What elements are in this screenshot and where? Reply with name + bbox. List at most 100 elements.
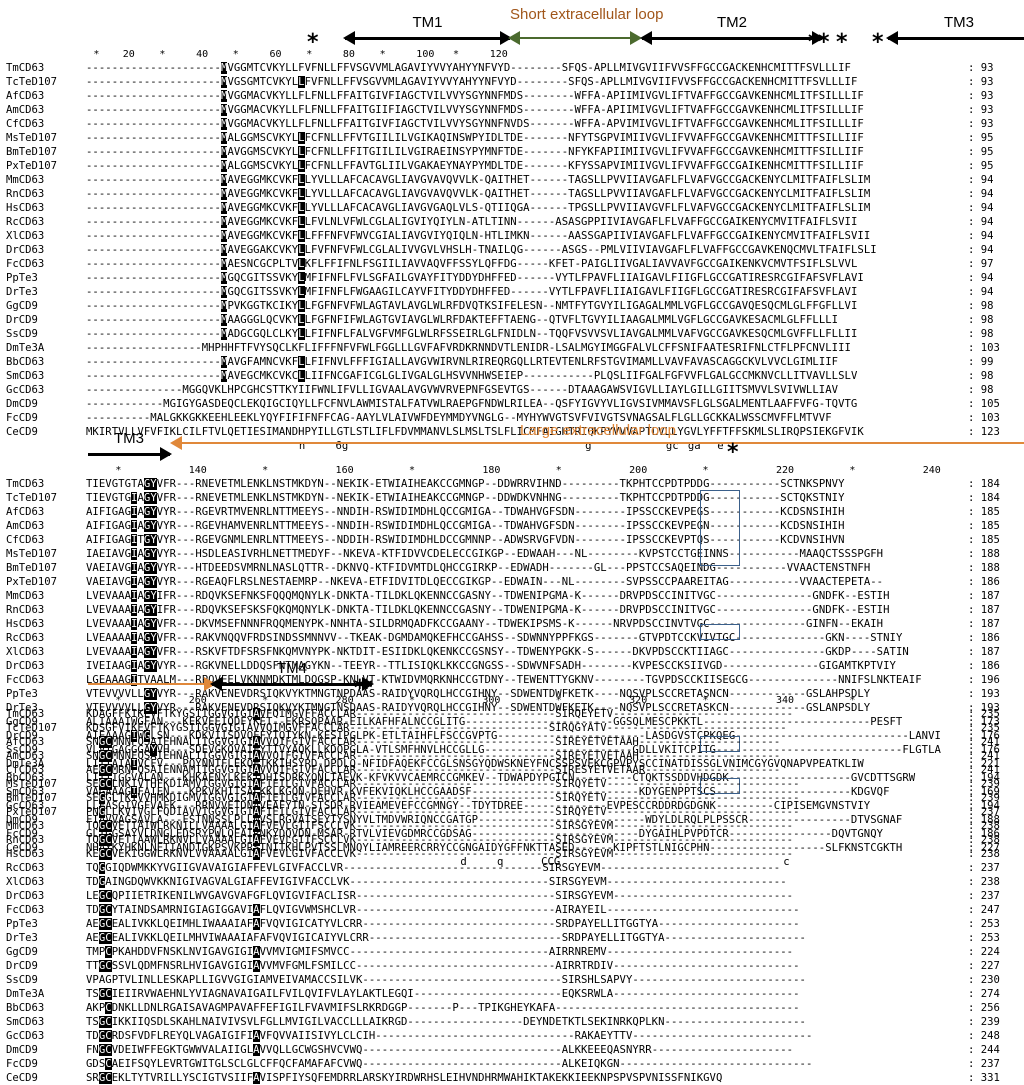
sequence-residues: IVEIAAGIAGYVYR---RGKVNELLDDQSFNTMAGYKN--… — [86, 660, 896, 672]
residue-count: : 94 — [968, 188, 994, 200]
consensus-residue: c — [783, 856, 790, 868]
sequence-name: DrTe3 — [6, 932, 38, 944]
cysteine-star-icon: * — [727, 440, 739, 465]
tm3b-arrow — [88, 453, 170, 456]
short-loop-arrow — [510, 37, 640, 39]
arrow-right-icon — [160, 447, 172, 461]
sequence-residues: AIEAAAGIWGLSN---KDKVIISDVQFFYTQTYKN-KESI… — [86, 730, 941, 742]
tm2-label: TM2 — [717, 14, 747, 31]
sequence-residues: ---------------------MAVGFAMNCVKFLLFIFNV… — [86, 356, 839, 368]
sequence-row: XlCD63---------------------MAVEGGMKCVKFL… — [0, 229, 1024, 243]
sequence-residues: SEGCLNKIVTHFKDIAMVIGGVGIGIAFIEILGIVFACCL… — [86, 778, 800, 790]
sequence-name: DrCD9 — [6, 960, 38, 972]
sequence-residues: VTEVVVVLLGYVYR---RAKVENEVDRSIQKVYKTMNGTN… — [86, 702, 871, 714]
residue-count: : 186 — [968, 576, 1000, 588]
residue-count: : 186 — [968, 828, 1000, 840]
consensus-residue: n — [298, 440, 306, 452]
sequence-residues: ---------------------MAVEGGMKCVKFLLFVLNL… — [86, 216, 858, 228]
residue-count: : 185 — [968, 534, 1000, 546]
sequence-name: XlCD63 — [6, 876, 45, 888]
residue-count: : 94 — [968, 230, 994, 242]
ruler-tick: * — [408, 695, 415, 706]
residue-count: : 239 — [968, 1016, 1000, 1028]
residue-count: : 331 — [968, 1072, 1000, 1084]
sequence-name: CeCD9 — [6, 842, 38, 854]
ruler-tick: 160 — [335, 465, 354, 476]
ruler-tick: * — [702, 465, 709, 476]
sequence-residues: VPAGPTVLINLLESKAPLLIGVVGIGIAMVEIVAMACCSI… — [86, 974, 806, 986]
sequence-row: RcCD63---------------------MAVEGGMKCVKFL… — [0, 215, 1024, 229]
sequence-row: DmCD9------------MGIGYGASDEQCLEKQIGCIQYL… — [0, 397, 1024, 411]
sequence-name: TcTeD107 — [6, 722, 58, 734]
ruler-tick: 320 — [629, 695, 648, 706]
sequence-name: TmCD63 — [6, 708, 45, 720]
tm3-label: TM3 — [944, 14, 974, 31]
sequence-residues: LVEVAAAIAGYIFR---RDQVKSEFNKSFQQQMQNYLK-D… — [86, 590, 890, 602]
ruler-tick: * — [93, 49, 100, 60]
sequence-residues: LVEAAAAIAGYVFR---RAKVNQQVFRDSINDSSMNNVV-… — [86, 632, 903, 644]
sequence-residues: LEGCQPIIETRIKENILWVGAVGVAFGFLQVIGVIFACLI… — [86, 890, 794, 902]
residue-count: : 123 — [968, 426, 1000, 438]
sequence-name: DrCD63 — [6, 244, 45, 256]
sequence-name: AmCD63 — [6, 104, 45, 116]
residue-count: : 235 — [968, 708, 1000, 720]
tm4-annotation: TM4 — [210, 660, 374, 694]
residue-count: : 98 — [968, 328, 994, 340]
sequence-residues: TSGCIKKIIQSDLSKAHLNAIVIVSVLFGLLMVIGILVAC… — [86, 1016, 806, 1028]
tm4-arrow — [212, 683, 372, 686]
ruler-tick: 200 — [629, 465, 648, 476]
sequence-residues: TIEVGTGIAGYVFR---RNEVETMLENKLNSTMKDYN--N… — [86, 492, 845, 504]
feature-track-3: TM4 * * — [0, 660, 1024, 700]
ruler-tick: 260 — [188, 695, 207, 706]
sequence-residues: GLIGGSAYVLDNGLEDSRYPWLQEAIRNKYDQVDN-MSAR… — [86, 828, 884, 840]
sequence-name: DrCD9 — [6, 314, 38, 326]
sequence-name: FcCD63 — [6, 674, 45, 686]
sequence-residues: TQGGIQDWMKKYVGIIGVAVAIGIAFFEVLGIVFACCLVR… — [86, 862, 781, 874]
sequence-residues: ---------------------MALGGMSCVKYLLFCFNLL… — [86, 132, 864, 144]
residue-count: : 103 — [968, 342, 1000, 354]
sequence-row: TcTeD107---------------------MVGSGMTCVKY… — [0, 75, 1024, 89]
arrow-right-icon — [362, 677, 374, 691]
sequence-residues: GDSCAEIFSQYLEVRTGWITGLSCLGLCFFQCFAMAFAFC… — [86, 1058, 813, 1070]
sequence-residues: ------------------MHPHHFTFVYSQCLKFLIFFFN… — [86, 342, 851, 354]
residue-count: : 103 — [968, 412, 1000, 424]
sequence-residues: AIFIGAGIAGYVYR---RGEVHAMVENRLNTTMEEYS--N… — [86, 520, 845, 532]
ruler-tick: * — [453, 49, 460, 60]
ruler-tick: 240 — [922, 465, 941, 476]
residue-count: : 237 — [968, 1058, 1000, 1070]
residue-count: : 94 — [968, 202, 994, 214]
sequence-row: DmTe3A------------------MHPHHFTFVYSQCLKF… — [0, 341, 1024, 355]
cys-box-upper — [700, 490, 740, 566]
sequence-name: DrTe3 — [6, 286, 38, 298]
feature-track-1: TM1 Short extracellular loop TM2 TM3 — [0, 6, 1024, 54]
sequence-name: SmCD63 — [6, 1016, 45, 1028]
sequence-name: MsTeD107 — [6, 132, 58, 144]
sequence-name: DrCD9 — [6, 730, 38, 742]
residue-count: : 98 — [968, 314, 994, 326]
sequence-name: FcCD9 — [6, 828, 38, 840]
residue-count: : 188 — [968, 814, 1000, 826]
sequence-residues: LVEVAAAIAGYVFR---DKVMSEFNNNFRQQMENYPK-NN… — [86, 618, 884, 630]
tm1-label: TM1 — [412, 14, 443, 31]
sequence-name: RcCD63 — [6, 862, 45, 874]
sequence-row: GgCD9---------------------MPVKGGTKCIKYLL… — [0, 299, 1024, 313]
short-loop-label: Short extracellular loop — [510, 6, 664, 23]
sequence-name: GgCD9 — [6, 716, 38, 728]
sequence-name: FcCD63 — [6, 904, 45, 916]
